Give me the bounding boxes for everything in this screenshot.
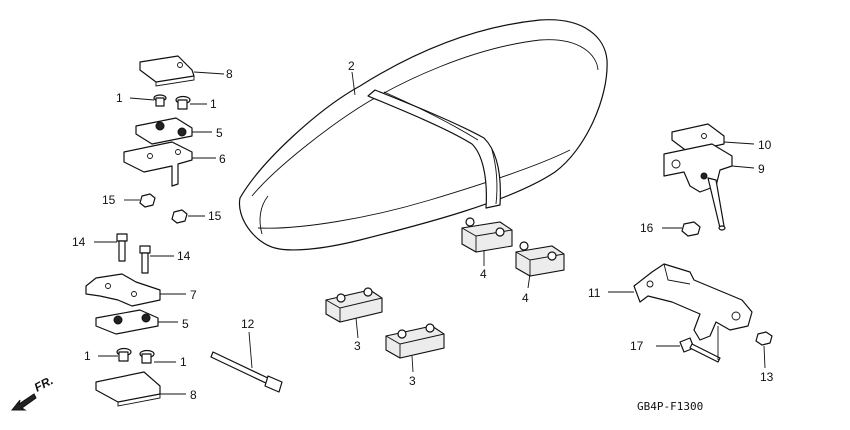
callout-4-a: 4	[480, 267, 487, 281]
bolt-14-a	[116, 233, 128, 262]
bolt-17	[679, 337, 721, 363]
front-direction-label: FR.	[32, 373, 56, 394]
stay-11	[633, 263, 753, 341]
bolt-upper-right	[175, 95, 191, 110]
seat-lock-bracket-lower	[95, 371, 161, 407]
callout-6: 6	[219, 152, 226, 166]
callout-3-b: 3	[409, 374, 416, 388]
callout-16: 16	[640, 221, 654, 235]
bolt-14-b	[139, 245, 151, 274]
rod-12	[210, 351, 283, 393]
nut-15-a	[139, 193, 156, 208]
seat-lock-bracket-upper	[139, 55, 195, 87]
callout-12: 12	[241, 317, 255, 331]
nut-13	[755, 331, 773, 346]
hinge-bracket-lower	[85, 273, 161, 307]
callout-1-upper-left: 1	[116, 91, 123, 105]
callout-8-lower: 8	[190, 388, 197, 402]
callout-17: 17	[630, 339, 644, 353]
callout-10: 10	[758, 138, 772, 152]
front-direction-arrow-icon	[10, 393, 37, 411]
callout-2: 2	[348, 59, 355, 73]
callout-5-lower: 5	[182, 317, 189, 331]
callout-4-b: 4	[522, 291, 529, 305]
callout-3-a: 3	[354, 339, 361, 353]
callout-5-upper: 5	[216, 126, 223, 140]
bolt-lower-left	[116, 347, 132, 362]
cushion-3-a	[325, 287, 383, 323]
seat	[238, 19, 608, 251]
bolt-lower-right	[139, 349, 155, 364]
latch-9	[663, 143, 733, 231]
nut-16	[681, 221, 701, 237]
callout-7: 7	[190, 288, 197, 302]
cushion-3-b	[385, 323, 445, 359]
callout-11: 11	[588, 286, 601, 300]
drawing-code: GB4P-F1300	[637, 400, 703, 413]
cushion-4-a	[461, 217, 513, 253]
callout-14-b: 14	[177, 249, 191, 263]
callout-15-a: 15	[102, 193, 116, 207]
callout-1-lower-left: 1	[84, 349, 91, 363]
cushion-4-b	[515, 241, 565, 277]
nut-15-b	[171, 209, 188, 224]
callout-14-a: 14	[72, 235, 86, 249]
callout-1-lower-right: 1	[180, 355, 187, 369]
callout-15-b: 15	[208, 209, 222, 223]
hinge-plate-lower	[95, 309, 159, 335]
hinge-base-upper	[123, 141, 193, 187]
callout-13: 13	[760, 370, 774, 384]
hinge-plate-upper	[135, 117, 193, 145]
bolt-upper-left	[153, 94, 167, 107]
callout-8-upper: 8	[226, 67, 233, 81]
callout-1-upper-right: 1	[210, 97, 217, 111]
callout-9: 9	[758, 162, 765, 176]
